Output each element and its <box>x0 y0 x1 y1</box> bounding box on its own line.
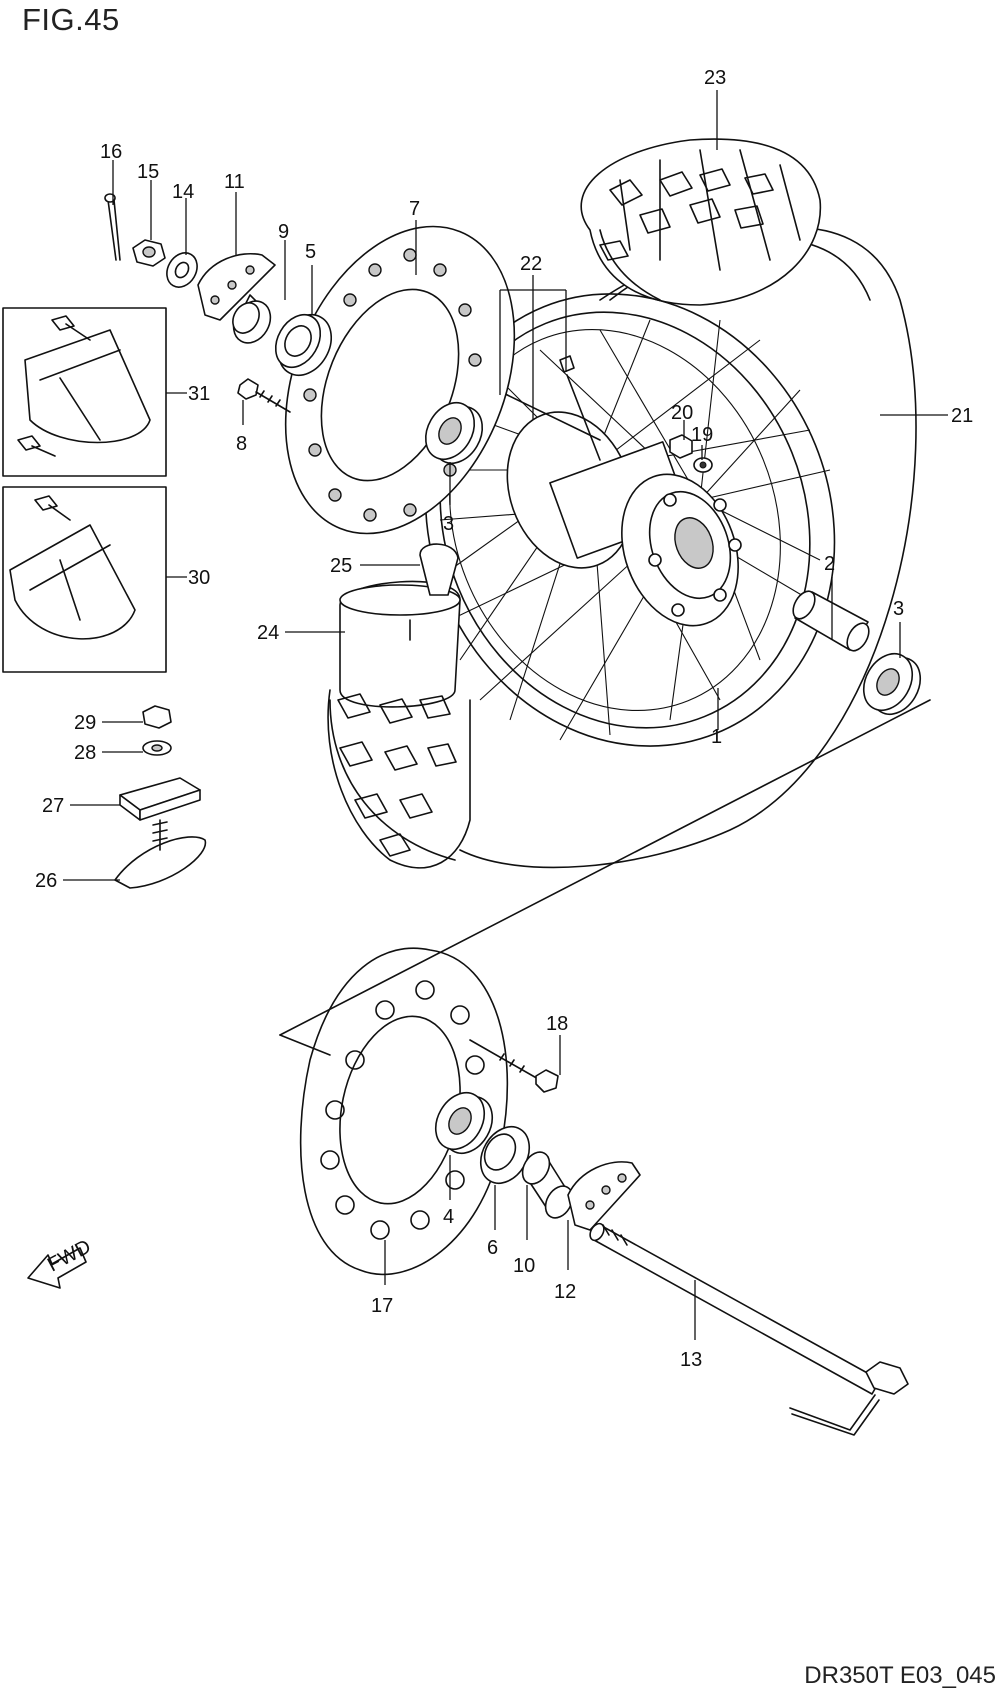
washer-14 <box>166 252 198 288</box>
callout-8: 8 <box>236 433 247 455</box>
sprocket-bolt <box>469 1039 559 1093</box>
spacer-and-bearing-right <box>792 590 922 716</box>
callout-4: 4 <box>443 1206 454 1228</box>
callout-3-left: 3 <box>443 513 454 535</box>
callout-28: 28 <box>74 742 96 764</box>
callout-13: 13 <box>680 1349 702 1371</box>
callout-5: 5 <box>305 241 316 263</box>
rear-sprocket <box>299 947 509 1276</box>
dust-seal-and-collar-left <box>232 294 333 376</box>
callout-12: 12 <box>554 1281 576 1303</box>
rear-hub <box>506 411 742 627</box>
rear-axle <box>589 1222 909 1436</box>
callout-2: 2 <box>824 553 835 575</box>
rim-lock-parts <box>114 705 207 889</box>
figure-title: FIG.45 <box>22 2 120 37</box>
brake-disc <box>284 225 516 535</box>
document-code: DR350T E03_045 <box>804 1662 996 1689</box>
callout-31: 31 <box>188 383 210 405</box>
callout-17: 17 <box>371 1295 393 1317</box>
chain-adjuster-left <box>197 253 276 321</box>
tube-and-rim-band <box>339 543 461 708</box>
callout-23: 23 <box>704 67 726 89</box>
hub-nut-washer <box>669 434 713 473</box>
fwd-arrow-icon: FWD <box>27 1236 95 1289</box>
callout-7: 7 <box>409 198 420 220</box>
bearing-left <box>424 401 484 465</box>
tire-tread-section <box>327 689 471 869</box>
callout-24: 24 <box>257 622 279 644</box>
callout-29: 29 <box>74 712 96 734</box>
callout-15: 15 <box>137 161 159 183</box>
callout-22: 22 <box>520 253 542 275</box>
callout-30: 30 <box>188 567 210 589</box>
callout-6: 6 <box>487 1237 498 1259</box>
callout-11: 11 <box>224 171 245 193</box>
callout-27: 27 <box>42 795 64 817</box>
callout-1: 1 <box>711 726 722 748</box>
callout-25: 25 <box>330 555 352 577</box>
disc-bolt <box>237 378 291 413</box>
rear-tire <box>329 138 917 869</box>
callout-20: 20 <box>671 402 693 424</box>
callout-3-right: 3 <box>893 598 904 620</box>
guard-box-30 <box>2 486 167 673</box>
callout-26: 26 <box>35 870 57 892</box>
callout-19: 19 <box>691 424 713 446</box>
castle-nut-15 <box>132 239 166 267</box>
callout-18: 18 <box>546 1013 568 1035</box>
callout-16: 16 <box>100 141 122 163</box>
callout-10: 10 <box>513 1255 535 1277</box>
rear-rim <box>424 293 836 747</box>
guard-box-31 <box>2 307 167 477</box>
dust-seal-6 <box>479 1125 531 1185</box>
callout-14: 14 <box>172 181 194 203</box>
callouts: 1 2 3 3 4 5 6 7 8 9 10 11 12 <box>35 67 973 1371</box>
collar-10 <box>521 1151 574 1219</box>
bearing-right-sprocket <box>434 1091 494 1155</box>
callout-9: 9 <box>278 221 289 243</box>
chain-adjuster-12 <box>567 1161 641 1231</box>
assembly-outline <box>279 699 931 1056</box>
callout-21: 21 <box>951 405 973 427</box>
